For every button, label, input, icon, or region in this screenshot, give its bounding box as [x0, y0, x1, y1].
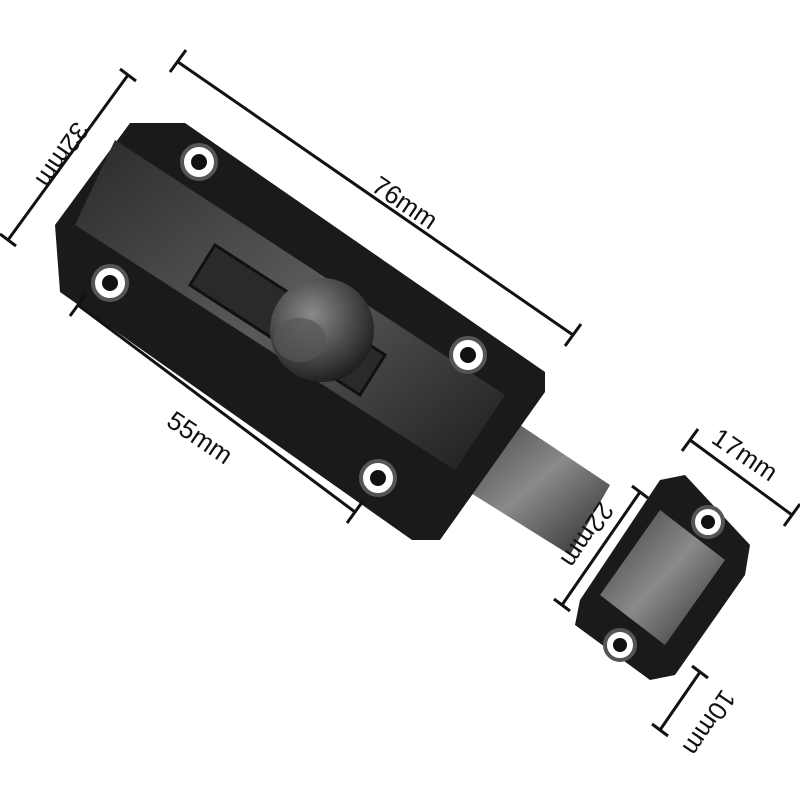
screw-hole: [603, 628, 637, 662]
dim-length-label: 76mm: [367, 170, 444, 235]
dim-keeper-width-label: 17mm: [707, 422, 784, 487]
screw-hole: [691, 505, 725, 539]
screw-hole: [180, 143, 218, 181]
screw-hole: [359, 459, 397, 497]
screw-hole: [91, 264, 129, 302]
keeper-face: [600, 510, 725, 645]
dim-width-label: 32mm: [30, 117, 95, 194]
dim-keeper-depth-label: 10mm: [677, 685, 742, 762]
knob-highlight: [274, 318, 326, 362]
screw-hole: [449, 336, 487, 374]
dimension-lines: [0, 49, 800, 738]
